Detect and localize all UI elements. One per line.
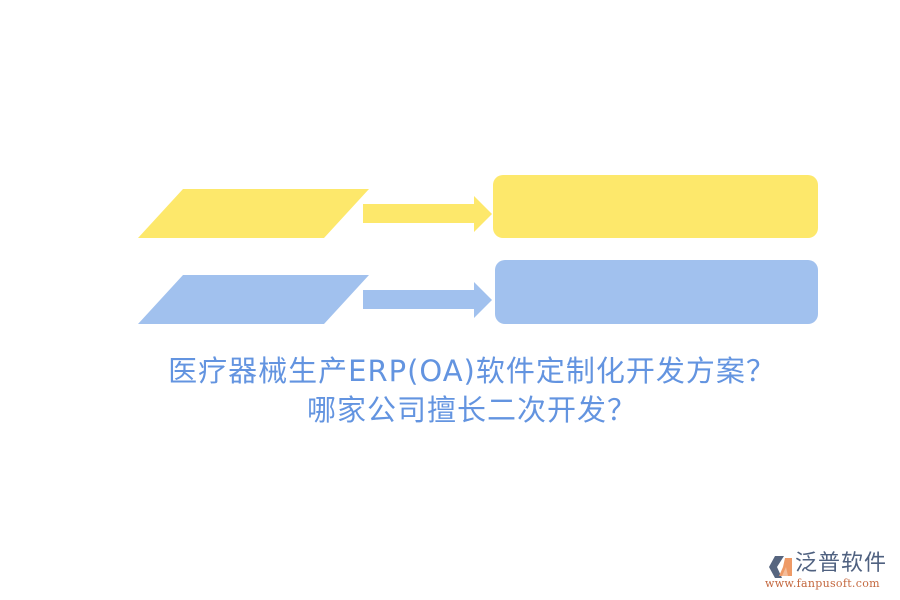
blue-arrow-shaft [363, 290, 474, 309]
yellow-rounded-box [493, 175, 818, 238]
yellow-arrow-shaft [363, 204, 474, 223]
logo-url[interactable]: www.fanpusoft.com [765, 577, 880, 590]
flow-diagram [138, 175, 818, 324]
yellow-parallelogram [138, 189, 369, 238]
flow-diagram-svg [138, 175, 818, 324]
row-yellow [138, 175, 818, 238]
title-line-2: 哪家公司擅长二次开发？ [306, 393, 637, 427]
blue-rounded-box [495, 260, 818, 324]
row-blue [138, 260, 818, 324]
fanpusoft-logo-icon [769, 556, 792, 578]
fanpusoft-logo[interactable]: 泛普软件 www.fanpusoft.com [765, 550, 895, 594]
yellow-arrow-head-icon [474, 196, 492, 232]
blue-arrow-head-icon [474, 282, 492, 318]
logo-brand-name: 泛普软件 [795, 551, 888, 576]
blue-parallelogram [138, 275, 369, 324]
title-line-1: 医疗器械生产ERP(OA)软件定制化开发方案？ [168, 354, 776, 388]
